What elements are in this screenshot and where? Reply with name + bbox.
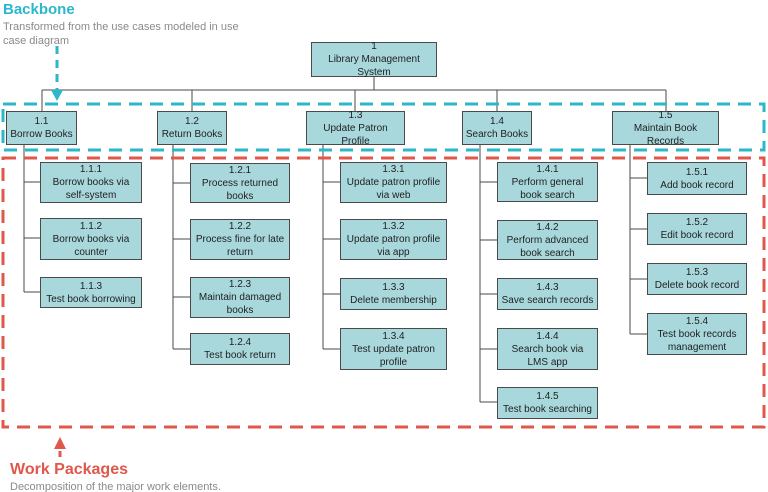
node-label: Save search records <box>501 295 594 306</box>
node-label: Borrow books via counter <box>52 233 130 258</box>
node-label: Add book record <box>660 179 734 191</box>
node-id: 1.1.3 <box>79 280 103 292</box>
wbs-node-1-3: 1.3 Update Patron Profile <box>306 109 405 147</box>
node-label: Update Patron Profile <box>323 122 388 147</box>
node-id: 1.2.2 <box>228 221 252 232</box>
wbs-node-1-4-5: 1.4.5 Test book searching <box>497 387 598 419</box>
work-packages-arrowhead-icon <box>54 437 66 449</box>
node-id: 1.2.3 <box>228 279 252 290</box>
wbs-node-1-5-1: 1.5.1 Add book record <box>647 162 747 195</box>
root-connectors <box>41 77 667 111</box>
wbs-node-1-1-2: 1.1.2 Borrow books via counter <box>40 218 142 260</box>
node-label: Search Books <box>465 129 529 140</box>
wbs-node-1-5-2: 1.5.2 Edit book record <box>647 213 747 245</box>
work-packages-subtitle: Decomposition of the major work elements… <box>10 481 221 492</box>
node-label: Borrow books via self-system <box>52 177 130 201</box>
wbs-node-1-5-3: 1.5.3 Delete book record <box>647 263 747 295</box>
wbs-node-1-4-3: 1.4.3 Save search records <box>497 278 598 310</box>
node-label: Update patron profile via web <box>346 177 441 201</box>
node-label: Test book records management <box>657 328 737 353</box>
node-label: Perform general book search <box>511 176 584 201</box>
node-id: 1.4.5 <box>536 391 559 402</box>
node-id: 1.4.2 <box>536 221 559 233</box>
node-label: Maintain Book Records <box>633 122 698 147</box>
node-id: 1.4.1 <box>536 163 559 175</box>
node-id: 1.4.3 <box>536 282 559 293</box>
wbs-node-1-4-2: 1.4.2 Perform advanced book search <box>497 220 598 260</box>
node-label: Edit book record <box>660 230 734 241</box>
node-label: Maintain damaged books <box>198 292 282 316</box>
wbs-node-1-1-3: 1.1.3 Test book borrowing <box>40 277 142 308</box>
node-label: Return Books <box>161 129 223 140</box>
wbs-node-1-5-4: 1.5.4 Test book records management <box>647 313 747 355</box>
node-id: 1.4 <box>490 116 504 127</box>
wbs-node-1-2: 1.2 Return Books <box>157 111 227 145</box>
wbs-node-1-3-3: 1.3.3 Delete membership <box>340 278 447 310</box>
node-label: Update patron profile via app <box>346 234 441 258</box>
node-label: Library Management System <box>328 54 420 78</box>
backbone-annotation: Backbone Transformed from the use cases … <box>3 1 253 48</box>
work-packages-title: Work Packages <box>10 461 128 478</box>
wbs-node-1-2-4: 1.2.4 Test book return <box>190 333 290 365</box>
node-id: 1.1.1 <box>79 164 103 175</box>
node-label: Delete membership <box>350 295 437 306</box>
node-label: Test update patron profile <box>352 343 435 368</box>
branch-1-connectors <box>23 145 40 293</box>
node-id: 1.4.4 <box>536 330 559 342</box>
node-label: Borrow Books <box>10 129 73 140</box>
node-id: 1.5.4 <box>685 315 709 327</box>
node-id: 1.1.2 <box>79 220 103 232</box>
wbs-node-1-2-2: 1.2.2 Process fine for late return <box>190 219 290 260</box>
node-id: 1.3.3 <box>382 282 405 293</box>
node-id: 1.3 <box>348 109 363 121</box>
wbs-node-1-3-2: 1.3.2 Update patron profile via app <box>340 219 447 260</box>
node-label: Process fine for late return <box>195 234 285 258</box>
wbs-node-1-1: 1.1 Borrow Books <box>6 111 77 145</box>
node-label: Search book via LMS app <box>511 343 584 368</box>
backbone-arrowhead-icon <box>51 90 63 101</box>
backbone-title: Backbone <box>3 1 75 18</box>
wbs-node-1-4-4: 1.4.4 Search book via LMS app <box>497 328 598 370</box>
branch-4-connectors <box>479 145 497 403</box>
node-id: 1.2.1 <box>228 164 252 176</box>
node-label: Process returned books <box>201 177 279 202</box>
wbs-node-1-4-1: 1.4.1 Perform general book search <box>497 162 598 202</box>
work-packages-region-outline <box>1 156 766 429</box>
branch-3-connectors <box>322 145 340 350</box>
node-label: Perform advanced book search <box>506 234 589 259</box>
wbs-node-1-2-1: 1.2.1 Process returned books <box>190 163 290 203</box>
wbs-node-1-1-1: 1.1.1 Borrow books via self-system <box>40 162 142 203</box>
node-id: 1.2.4 <box>228 337 252 348</box>
node-id: 1.1 <box>34 116 49 127</box>
node-id: 1.5.3 <box>685 267 709 278</box>
wbs-node-1: 1 Library Management System <box>311 41 437 78</box>
wbs-node-1-5: 1.5 Maintain Book Records <box>612 109 719 147</box>
node-id: 1.3.4 <box>382 330 405 342</box>
wbs-node-1-2-3: 1.2.3 Maintain damaged books <box>190 277 290 318</box>
backbone-region-outline <box>1 102 766 152</box>
backbone-subtitle: Transformed from the use cases modeled i… <box>3 21 239 47</box>
node-id: 1.5.2 <box>685 217 709 228</box>
wbs-node-1-3-1: 1.3.1 Update patron profile via web <box>340 162 447 203</box>
node-label: Test book return <box>204 350 276 361</box>
node-id: 1.3.1 <box>382 164 405 175</box>
node-id: 1.5.1 <box>685 166 709 178</box>
node-label: Delete book record <box>654 280 740 291</box>
node-id: 1.2 <box>185 116 199 127</box>
branch-5-connectors <box>629 145 647 335</box>
wbs-node-1-3-4: 1.3.4 Test update patron profile <box>340 328 447 370</box>
wbs-node-1-4: 1.4 Search Books <box>462 111 532 145</box>
node-id: 1.3.2 <box>382 221 405 232</box>
node-label: Test book searching <box>503 404 592 415</box>
node-label: Test book borrowing <box>46 293 136 305</box>
node-id: 1.5 <box>658 109 673 121</box>
node-id: 1 <box>371 41 377 52</box>
work-packages-annotation: Work Packages Decomposition of the major… <box>10 461 340 492</box>
branch-2-connectors <box>172 145 190 350</box>
